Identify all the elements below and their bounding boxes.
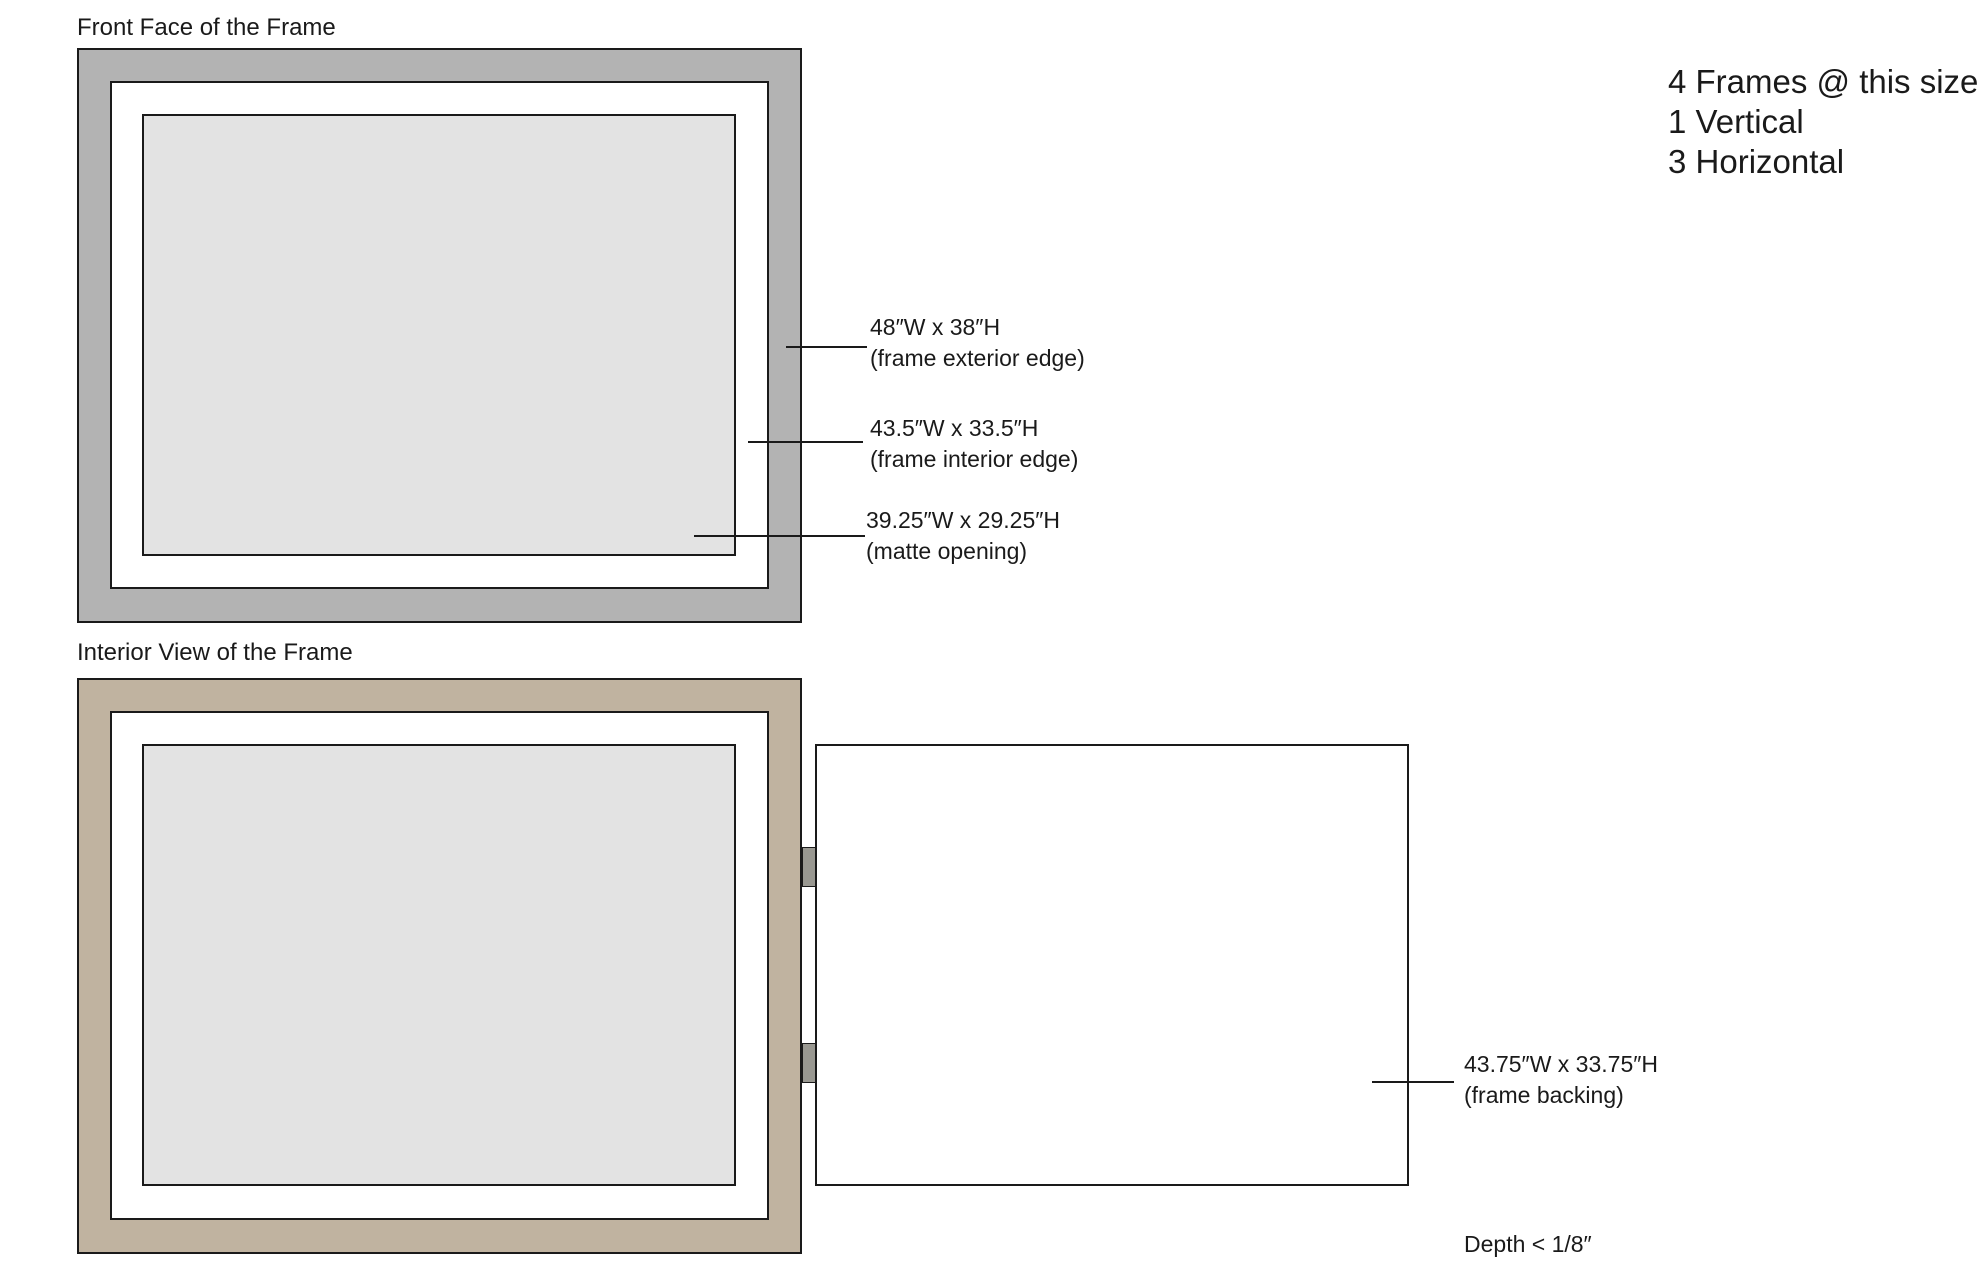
exterior-dimensions: 48″W x 38″H bbox=[870, 314, 1001, 340]
matte-dimensions: 39.25″W x 29.25″H bbox=[866, 507, 1060, 533]
interior-leader-line bbox=[748, 441, 863, 443]
matte-leader-line bbox=[694, 535, 865, 537]
backing-note: (frame backing) bbox=[1464, 1082, 1624, 1108]
hinge-bottom bbox=[802, 1043, 816, 1083]
front-view-title: Front Face of the Frame bbox=[77, 14, 336, 41]
interior-dimensions: 43.5″W x 33.5″H bbox=[870, 415, 1039, 441]
front-matte-opening bbox=[142, 114, 736, 556]
exterior-note: (frame exterior edge) bbox=[870, 345, 1085, 371]
interior-dimension-label: 43.5″W x 33.5″H (frame interior edge) bbox=[870, 413, 1078, 475]
matte-dimension-label: 39.25″W x 29.25″H (matte opening) bbox=[866, 505, 1060, 567]
notes-line-total: 4 Frames @ this size bbox=[1668, 63, 1978, 100]
matte-note: (matte opening) bbox=[866, 538, 1028, 564]
frame-count-notes: 4 Frames @ this size 1 Vertical 3 Horizo… bbox=[1668, 62, 1978, 182]
backing-dimension-label: 43.75″W x 33.75″H (frame backing) bbox=[1464, 1049, 1658, 1111]
notes-line-vertical: 1 Vertical bbox=[1668, 103, 1804, 140]
exterior-dimension-label: 48″W x 38″H (frame exterior edge) bbox=[870, 312, 1085, 374]
interior-opening bbox=[142, 744, 736, 1186]
notes-line-horizontal: 3 Horizontal bbox=[1668, 143, 1845, 180]
interior-view-title: Interior View of the Frame bbox=[77, 639, 353, 666]
depth-note: Depth < 1/8″ bbox=[1464, 1231, 1592, 1257]
frame-backing-panel bbox=[815, 744, 1409, 1186]
backing-dimensions: 43.75″W x 33.75″H bbox=[1464, 1051, 1658, 1077]
backing-leader-line bbox=[1372, 1081, 1454, 1083]
interior-note: (frame interior edge) bbox=[870, 446, 1079, 472]
hinge-top bbox=[802, 847, 816, 887]
exterior-leader-line bbox=[786, 346, 867, 348]
